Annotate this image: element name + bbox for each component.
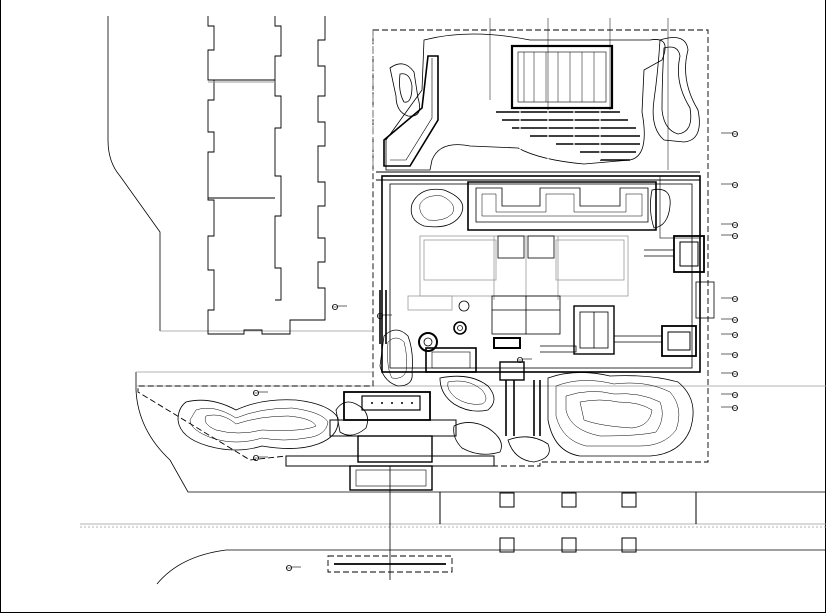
south-garden: [177, 329, 694, 463]
section-marker-icon: [253, 455, 268, 461]
parking-bays: [439, 492, 697, 553]
north-terrace: [489, 18, 669, 170]
section-marker-icon: [721, 405, 738, 411]
street-bench: [327, 555, 453, 573]
section-marker-icon: [721, 352, 738, 358]
section-marker-icon: [721, 296, 738, 302]
section-marker-icon: [721, 371, 738, 377]
section-marker-icon: [286, 565, 301, 571]
section-marker-icon: [721, 392, 738, 398]
neighbor-building-outline: [207, 16, 326, 335]
section-marker-icon: [253, 390, 268, 396]
road-edges: [80, 16, 826, 585]
north-garden: [383, 33, 700, 171]
section-marker-icon: [721, 222, 738, 228]
east-service-path: [540, 175, 715, 357]
courtyard: [381, 175, 701, 373]
callouts: [253, 131, 738, 571]
section-marker-icon: [721, 233, 738, 239]
section-marker-icon: [721, 182, 738, 188]
section-marker-icon: [377, 313, 392, 319]
section-marker-icon: [721, 332, 738, 338]
section-marker-icon: [517, 357, 532, 363]
main-entrance: [285, 290, 541, 580]
section-marker-icon: [332, 304, 347, 310]
section-marker-icon: [721, 131, 738, 137]
section-marker-icon: [721, 317, 738, 323]
